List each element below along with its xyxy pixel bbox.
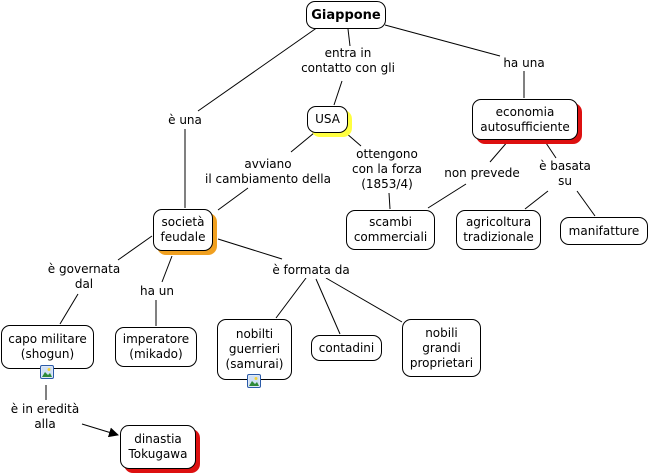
concept-capo-militare[interactable]: capo militare (shogun)	[1, 325, 94, 369]
edge-societa-formata	[217, 238, 283, 260]
edge-giappone-eunna	[197, 26, 319, 112]
concept-contadini[interactable]: contadini	[311, 335, 382, 361]
edge-governata-capo	[59, 293, 79, 325]
edge-avviano-societa	[217, 187, 249, 211]
edge-giappone-haun	[384, 24, 501, 57]
edge-giappone-entra	[347, 28, 351, 47]
concept-imperatore[interactable]: imperatore (mikado)	[115, 327, 197, 367]
edge-usa-ottengono	[345, 132, 362, 147]
link-ha-una: ha una	[501, 56, 547, 71]
concept-giappone[interactable]: Giappone	[306, 1, 386, 29]
concept-scambi[interactable]: scambi commerciali	[346, 210, 435, 250]
concept-economia[interactable]: economia autosufficiente	[472, 99, 578, 140]
image-resource-icon[interactable]	[40, 365, 54, 379]
edge-basata-manifatture	[576, 190, 596, 217]
link-avviano: avviano il cambiamento della	[203, 157, 333, 187]
concept-dinastia[interactable]: dinastia Tokugawa	[120, 425, 196, 469]
edge-societa-governata	[117, 235, 153, 261]
edge-ottengono-scambi	[388, 192, 391, 210]
concept-agricoltura[interactable]: agricoltura tradizionale	[456, 210, 541, 250]
concept-societa[interactable]: società feudale	[153, 209, 213, 251]
edge-usa-avviano	[290, 132, 315, 153]
edge-basata-agricoltura	[524, 190, 549, 210]
image-resource-icon[interactable]	[247, 374, 261, 388]
concept-nobili[interactable]: nobili grandi proprietari	[402, 319, 481, 377]
picture-icon	[42, 367, 52, 377]
edge-formata-contadini	[315, 278, 341, 335]
link-non-prevede: non prevede	[442, 166, 522, 181]
edge-nonprevede-scambi	[427, 183, 467, 209]
edge-eredita-dinastia	[81, 423, 119, 438]
edge-economia-basata	[543, 139, 557, 159]
edge-formata-samurai	[275, 277, 307, 319]
link-e-in-eredita-alla: è in eredità alla	[8, 402, 82, 432]
concept-manifatture[interactable]: manifatture	[560, 217, 648, 245]
edge-formata-nobili	[325, 277, 403, 323]
link-entra-in-contatto: entra in contatto con gli	[299, 46, 397, 76]
edge-societa-haun	[161, 255, 173, 283]
link-e-una: è una	[166, 113, 204, 128]
edge-entra-usa	[333, 80, 343, 106]
link-ha-un: ha un	[138, 284, 176, 299]
concept-usa[interactable]: USA	[307, 106, 348, 133]
link-e-governata-dal: è governata dal	[45, 262, 123, 292]
link-e-basata-su: è basata su	[537, 159, 593, 189]
concept-samurai[interactable]: nobilti guerrieri (samurai)	[217, 319, 292, 380]
link-ottengono: ottengono con la forza (1853/4)	[349, 147, 425, 192]
edge-economia-nonprevede	[489, 139, 510, 163]
link-e-formata-da: è formata da	[270, 263, 352, 278]
picture-icon	[249, 376, 259, 386]
